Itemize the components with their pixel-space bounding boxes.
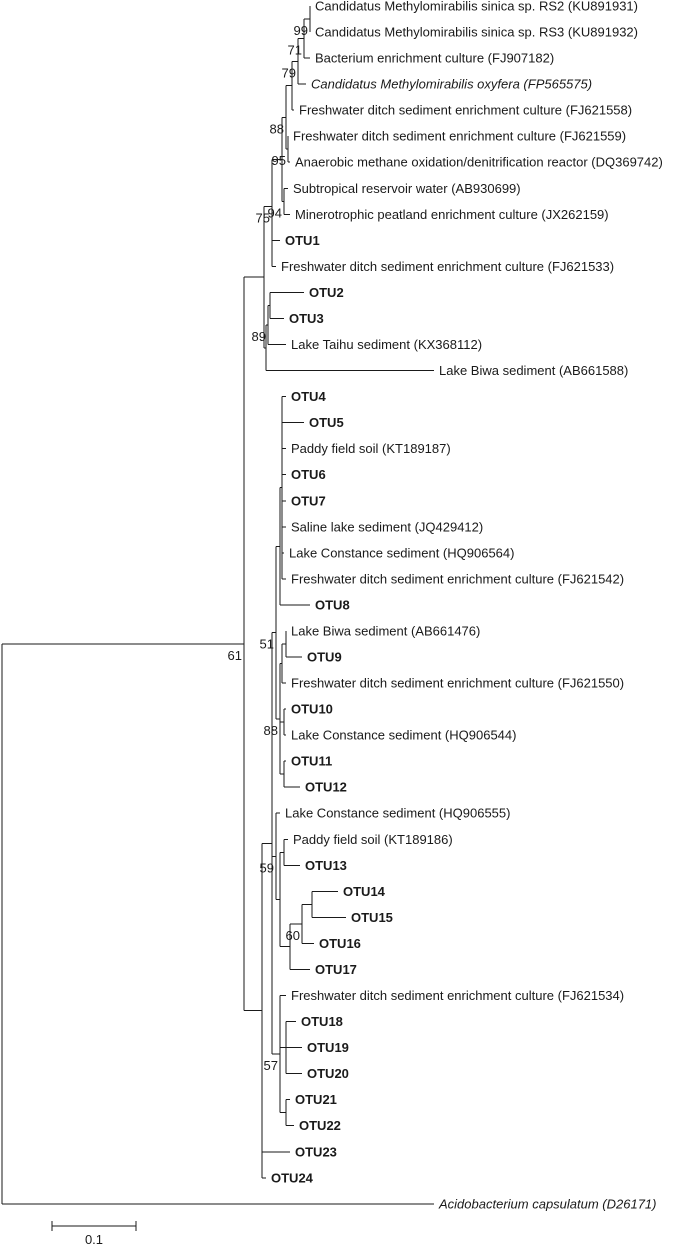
- reference-sequence-label: Lake Constance sediment (HQ906564): [289, 545, 514, 560]
- otu-label: OTU1: [285, 233, 320, 248]
- reference-sequence-label: Lake Constance sediment (HQ906544): [291, 728, 516, 743]
- otu-label: OTU12: [305, 780, 347, 795]
- bootstrap-value: 94: [268, 205, 282, 220]
- otu-label: OTU17: [315, 962, 357, 977]
- otu-label: OTU15: [351, 910, 393, 925]
- otu-label: OTU9: [307, 650, 342, 665]
- bootstrap-value: 88: [264, 723, 278, 738]
- bootstrap-value: 99: [294, 23, 308, 38]
- bootstrap-value: 57: [264, 1058, 278, 1073]
- reference-sequence-label: Freshwater ditch sediment enrichment cul…: [281, 259, 614, 274]
- bootstrap-value: 60: [286, 928, 300, 943]
- bootstrap-value: 79: [282, 65, 296, 80]
- reference-sequence-label: Freshwater ditch sediment enrichment cul…: [291, 676, 624, 691]
- otu-label: OTU3: [289, 311, 324, 326]
- reference-sequence-label: Paddy field soil (KT189186): [293, 832, 453, 847]
- reference-sequence-label: Bacterium enrichment culture (FJ907182): [315, 51, 554, 66]
- reference-sequence-label: Minerotrophic peatland enrichment cultur…: [295, 207, 609, 222]
- otu-label: OTU8: [315, 597, 350, 612]
- reference-sequence-label: Candidatus Methylomirabilis sinica sp. R…: [315, 0, 638, 14]
- scale-bar: 0.1: [51, 1221, 137, 1246]
- reference-sequence-label: Lake Constance sediment (HQ906555): [285, 806, 510, 821]
- scale-bar-label: 0.1: [85, 1232, 103, 1246]
- reference-sequence-label: Saline lake sediment (JQ429412): [291, 519, 483, 534]
- otu-label: OTU4: [291, 389, 326, 404]
- reference-sequence-label: Subtropical reservoir water (AB930699): [293, 181, 521, 196]
- otu-label: OTU2: [309, 285, 344, 300]
- otu-label: OTU5: [309, 415, 344, 430]
- bootstrap-value: 71: [288, 43, 302, 58]
- reference-sequence-label: Lake Biwa sediment (AB661588): [439, 363, 628, 378]
- bootstrap-value: 61: [228, 648, 242, 663]
- reference-sequence-label: Acidobacterium capsulatum (D26171): [438, 1196, 657, 1211]
- otu-label: OTU21: [295, 1092, 337, 1107]
- bootstrap-value: 75: [256, 210, 270, 225]
- otu-label: OTU20: [307, 1066, 349, 1081]
- otu-label: OTU18: [301, 1014, 343, 1029]
- otu-label: OTU6: [291, 467, 326, 482]
- reference-sequence-label: Lake Taihu sediment (KX368112): [291, 337, 482, 352]
- otu-label: OTU13: [305, 858, 347, 873]
- otu-label: OTU7: [291, 493, 326, 508]
- otu-label: OTU14: [343, 884, 386, 899]
- reference-sequence-label: Freshwater ditch sediment enrichment cul…: [291, 571, 624, 586]
- otu-label: OTU10: [291, 702, 333, 717]
- tree-branches: [1, 6, 434, 1205]
- reference-sequence-label: Freshwater ditch sediment enrichment cul…: [293, 129, 626, 144]
- reference-sequence-label: Candidatus Methylomirabilis sinica sp. R…: [315, 25, 638, 40]
- otu-label: OTU16: [319, 936, 361, 951]
- reference-sequence-label: Lake Biwa sediment (AB661476): [291, 623, 480, 638]
- otu-label: OTU11: [291, 754, 332, 769]
- reference-sequence-label: Freshwater ditch sediment enrichment cul…: [299, 103, 632, 118]
- bootstrap-value: 95: [272, 153, 286, 168]
- reference-sequence-label: Paddy field soil (KT189187): [291, 441, 451, 456]
- reference-sequence-label: Freshwater ditch sediment enrichment cul…: [291, 988, 624, 1003]
- otu-label: OTU24: [271, 1170, 314, 1185]
- reference-sequence-label: Anaerobic methane oxidation/denitrificat…: [295, 155, 663, 170]
- bootstrap-value: 88: [270, 121, 284, 136]
- otu-label: OTU22: [299, 1118, 341, 1133]
- bootstrap-value: 51: [260, 637, 274, 652]
- otu-label: OTU23: [295, 1144, 337, 1159]
- otu-label: OTU19: [307, 1040, 349, 1055]
- bootstrap-value: 59: [260, 860, 274, 875]
- bootstrap-value: 89: [252, 329, 266, 344]
- reference-sequence-label: Candidatus Methylomirabilis oxyfera (FP5…: [311, 77, 592, 92]
- leaf-labels: Candidatus Methylomirabilis sinica sp. R…: [271, 0, 663, 1211]
